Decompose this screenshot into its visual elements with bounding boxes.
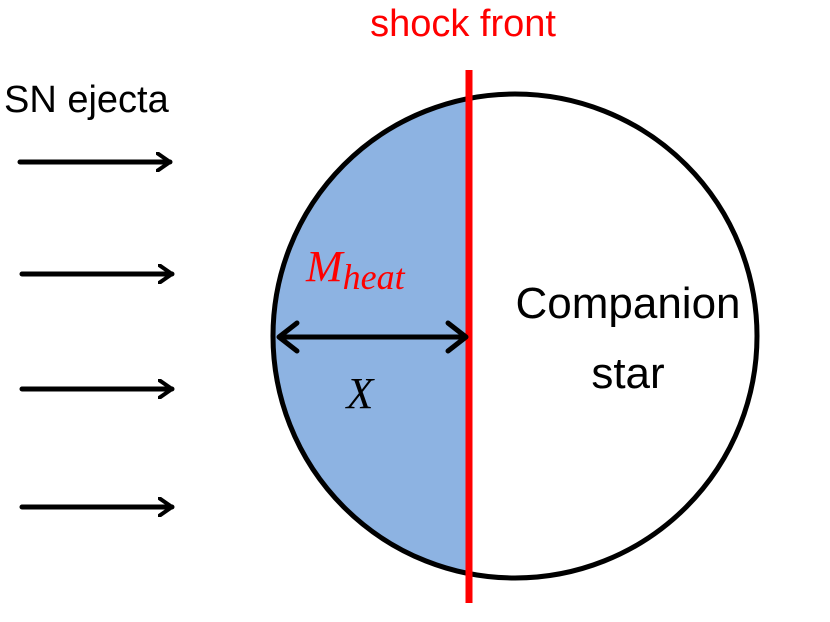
ejecta-arrows <box>17 162 175 507</box>
depth-label: X <box>345 369 376 418</box>
m-heat-subscript: heat <box>343 257 406 297</box>
depth-double-arrow <box>276 320 469 354</box>
sn-ejecta-label: SN ejecta <box>4 79 170 121</box>
shock-front-label: shock front <box>370 3 556 45</box>
m-heat-label: Mheat <box>305 242 406 297</box>
companion-star-outline <box>270 91 760 581</box>
companion-star-label-line2: star <box>591 349 664 398</box>
m-heat-symbol: M <box>305 242 345 291</box>
companion-star-label-line1: Companion <box>515 279 740 328</box>
